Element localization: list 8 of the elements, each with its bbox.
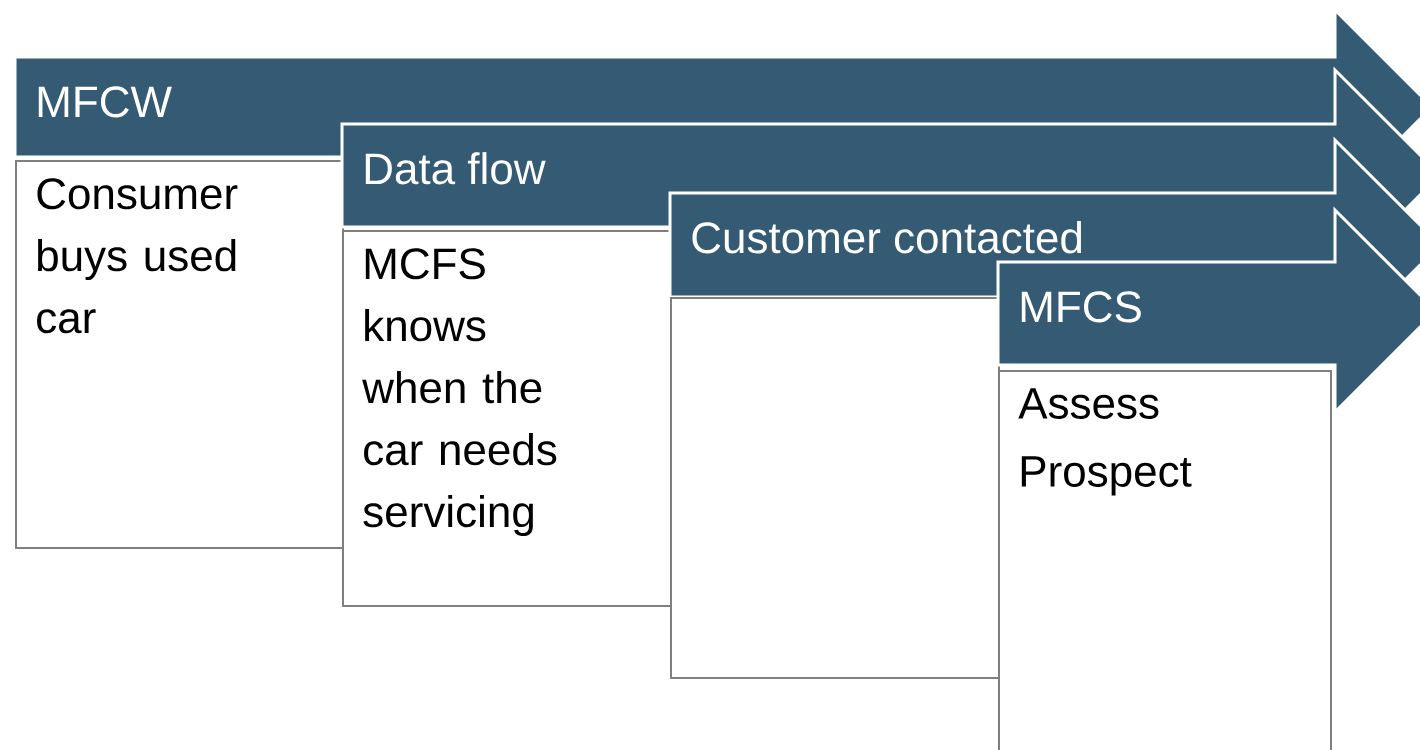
node-label: MFCS xyxy=(1021,291,1141,323)
node-label: MFCW xyxy=(38,86,172,118)
text-box: MCFS knows when the car needs servicing xyxy=(342,230,672,607)
node-label: Data flow xyxy=(365,152,546,185)
node-label: Customer contacted xyxy=(692,221,1082,254)
text-box: Assess Prospect xyxy=(998,370,1332,750)
empty-box xyxy=(670,297,1000,679)
text-box: Consumer buys used car xyxy=(15,160,344,549)
